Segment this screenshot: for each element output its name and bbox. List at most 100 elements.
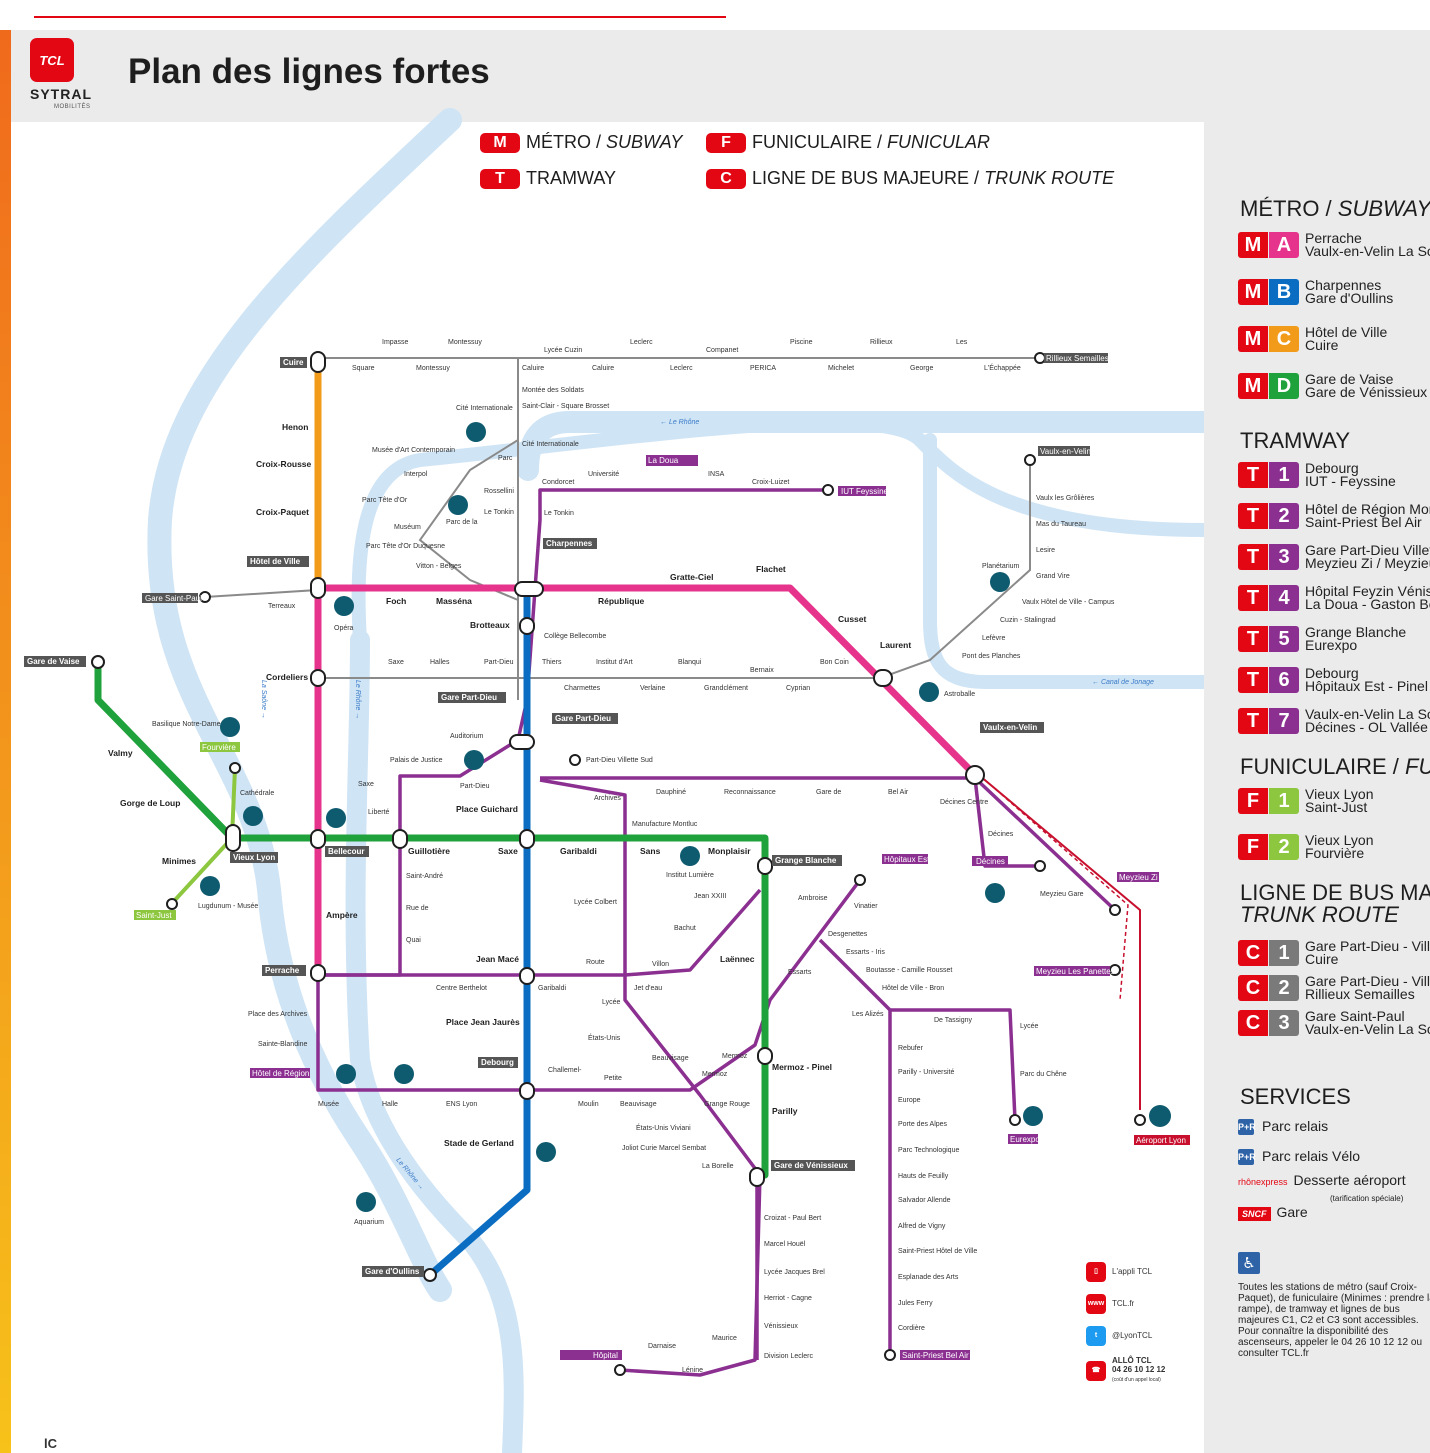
tag-vieux-lyon[interactable]: Vieux Lyon [230,852,278,863]
tag-decines-ol[interactable]: Décines [972,856,1008,866]
tag-fourviere[interactable]: Fourvière [200,742,240,752]
tag-gare-oullins[interactable]: Gare d'Oullins [362,1266,424,1277]
poi-decines-stade[interactable] [985,883,1005,903]
node-cuire[interactable] [310,351,326,373]
node-decines-ol[interactable] [1034,860,1046,872]
node-vaulx-soie[interactable] [965,765,985,785]
tag-vaulx-soie[interactable]: Vaulx-en-Velin [980,722,1044,733]
node-meyzieu-zi[interactable] [1109,904,1121,916]
node-fourviere[interactable] [229,762,241,774]
tag-la-doua[interactable]: La Doua [646,455,698,466]
node-hotel-de-ville[interactable] [310,577,326,599]
poi-cathedrale[interactable]: Cathédrale [240,790,274,826]
node-bellecour[interactable] [310,829,326,849]
tag-gare-vaise[interactable]: Gare de Vaise [24,656,86,667]
tag-rillieux[interactable]: Rillieux Semailles [1044,353,1109,363]
node-grange-blanche[interactable] [757,857,773,875]
node-laurent-bonnevay[interactable] [873,669,893,687]
tag-perrache[interactable]: Perrache [262,965,306,976]
node-gare-saint-paul[interactable] [199,591,211,603]
node-mermoz[interactable] [757,1047,773,1065]
node-cordeliers[interactable] [310,669,326,687]
sytral-logo[interactable]: TCL SYTRAL MOBILITÉS [30,38,100,113]
node-aeroport[interactable] [1134,1114,1146,1126]
poi-lugdunum[interactable]: Lugdunum - Musée [198,876,258,910]
app-tcl[interactable]: ▯L'appli TCL [1086,1262,1152,1282]
node-gare-vaise[interactable] [91,655,105,669]
tag-gare-saint-paul[interactable]: Gare Saint-Paul [142,593,202,603]
twitter-link[interactable]: t@LyonTCL [1086,1326,1152,1346]
tag-charpennes[interactable]: Charpennes [543,538,597,549]
node-gare-venissieux[interactable] [749,1167,765,1187]
node-rillieux[interactable] [1034,352,1046,364]
node-saint-just[interactable] [166,898,178,910]
node-perrache[interactable] [310,964,326,982]
poi-basilique[interactable]: Basilique Notre-Dame [152,717,240,737]
poi-cite-internationale[interactable] [466,422,486,442]
poi-musee-confluences[interactable] [336,1064,356,1084]
poi-stade-gerland[interactable] [536,1142,556,1162]
node-guillotiere[interactable] [392,829,408,849]
poi-auditorium[interactable]: Auditorium [450,733,484,770]
node-part-dieu[interactable] [509,734,535,750]
node-saxe[interactable] [519,829,535,849]
tag-eurexpo[interactable]: Eurexpo [1008,1134,1040,1144]
node-debourg[interactable] [519,1082,535,1100]
tag-aeroport[interactable]: Aéroport Lyon [1134,1135,1190,1145]
tag-hotel-region[interactable]: Hôtel de Région [250,1068,310,1078]
airplane-icon[interactable] [1149,1105,1171,1127]
tag-debourg[interactable]: Debourg [478,1057,518,1068]
poi-sncf-station[interactable] [326,808,346,828]
poi-opera[interactable]: Opéra [334,596,354,632]
poi-eurexpo[interactable] [1023,1106,1043,1126]
node-hopitaux-est[interactable] [854,874,866,886]
tag-bellecour[interactable]: Bellecour [325,846,369,857]
node-jean-mace[interactable] [519,967,535,985]
tag-vaulx-grappiniere[interactable]: Vaulx-en-Velin [1038,446,1091,456]
node-saint-priest[interactable] [884,1349,896,1361]
tag-hotel-de-ville[interactable]: Hôtel de Ville [247,556,309,567]
poi-aquarium[interactable]: Aquarium [354,1192,384,1226]
tag-gare-pd-villette[interactable]: Gare Part-Dieu [552,713,618,724]
node-pd-villette-sud[interactable] [569,754,581,766]
tag-saint-priest[interactable]: Saint-Priest Bel Air [900,1350,970,1360]
tag-cuire[interactable]: Cuire [280,357,307,368]
tag-hopital-feyzin[interactable]: Hôpital [560,1350,622,1360]
tag-saint-just[interactable]: Saint-Just [134,910,176,920]
node-vieux-lyon[interactable] [225,824,241,852]
poi-halle-garnier[interactable] [394,1064,414,1084]
node-hopital-feyzin[interactable] [614,1364,626,1376]
tag-meyzieu-zi[interactable]: Meyzieu Zi [1117,872,1159,882]
poi-institut-lumiere[interactable]: Institut Lumière [666,846,714,879]
tag-gare-part-dieu[interactable]: Gare Part-Dieu [438,692,506,703]
tag-hopitaux-est[interactable]: Hôpitaux Est [882,854,930,864]
tag-gare-venissieux[interactable]: Gare de Vénissieux [771,1160,855,1171]
poi-astroballe[interactable]: Astroballe [919,682,975,702]
node-brotteaux[interactable] [519,617,535,635]
node-vaulx-grappiniere[interactable] [1024,454,1036,466]
node-gare-oullins[interactable] [423,1268,437,1282]
poi-planetarium[interactable]: Planétarium [982,563,1020,592]
tag-meyzieu-panettes[interactable]: Meyzieu Les Panettes [1034,966,1115,976]
node-iut-feyssine[interactable] [822,484,834,496]
node-charpennes[interactable] [514,581,544,597]
poi-parc-tete-or[interactable]: Parc de la [446,495,478,526]
